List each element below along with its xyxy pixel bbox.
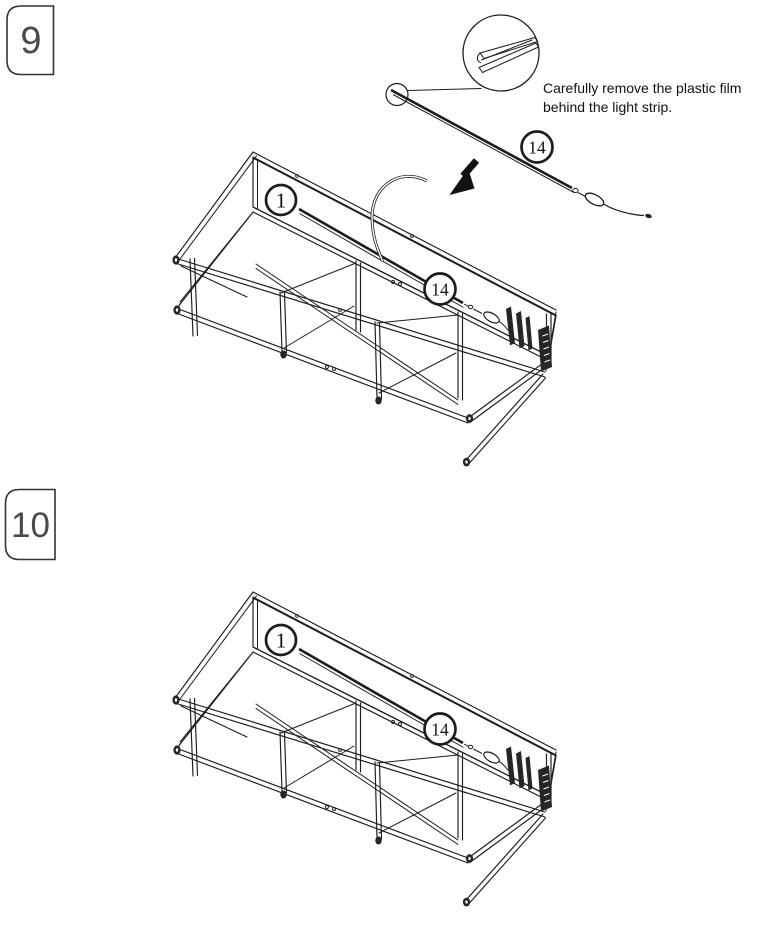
- instruction-text: Carefully remove the plastic film behind…: [543, 80, 741, 115]
- light-strip-part: [385, 82, 652, 219]
- curved-insert-arrow: [370, 174, 428, 262]
- cable-plug: [645, 213, 652, 219]
- instruction-line-2: behind the light strip.: [543, 99, 672, 115]
- strip-tip-circle: [385, 82, 409, 107]
- part-label-strip-loose: 14: [520, 130, 554, 164]
- step9-badge: 9: [6, 5, 55, 76]
- strip-connector: [584, 192, 605, 207]
- black-down-left-arrow: [449, 158, 480, 195]
- step9-cabinet: [171, 150, 558, 468]
- step9-number: 9: [20, 20, 41, 62]
- step9-section: 9 14: [6, 5, 741, 468]
- detail-leader-line: [407, 88, 482, 91]
- zoom-detail-circle: [407, 14, 540, 92]
- part-label-strip-loose-text: 14: [528, 138, 546, 158]
- film-peel-detail: [476, 36, 540, 74]
- step10-badge: 10: [4, 488, 56, 561]
- step10-number: 10: [11, 506, 50, 545]
- strip-cable: [603, 203, 645, 217]
- step10-cabinet: [171, 590, 558, 908]
- instruction-line-1: Carefully remove the plastic film: [543, 80, 741, 96]
- step10-section: 10: [4, 488, 558, 908]
